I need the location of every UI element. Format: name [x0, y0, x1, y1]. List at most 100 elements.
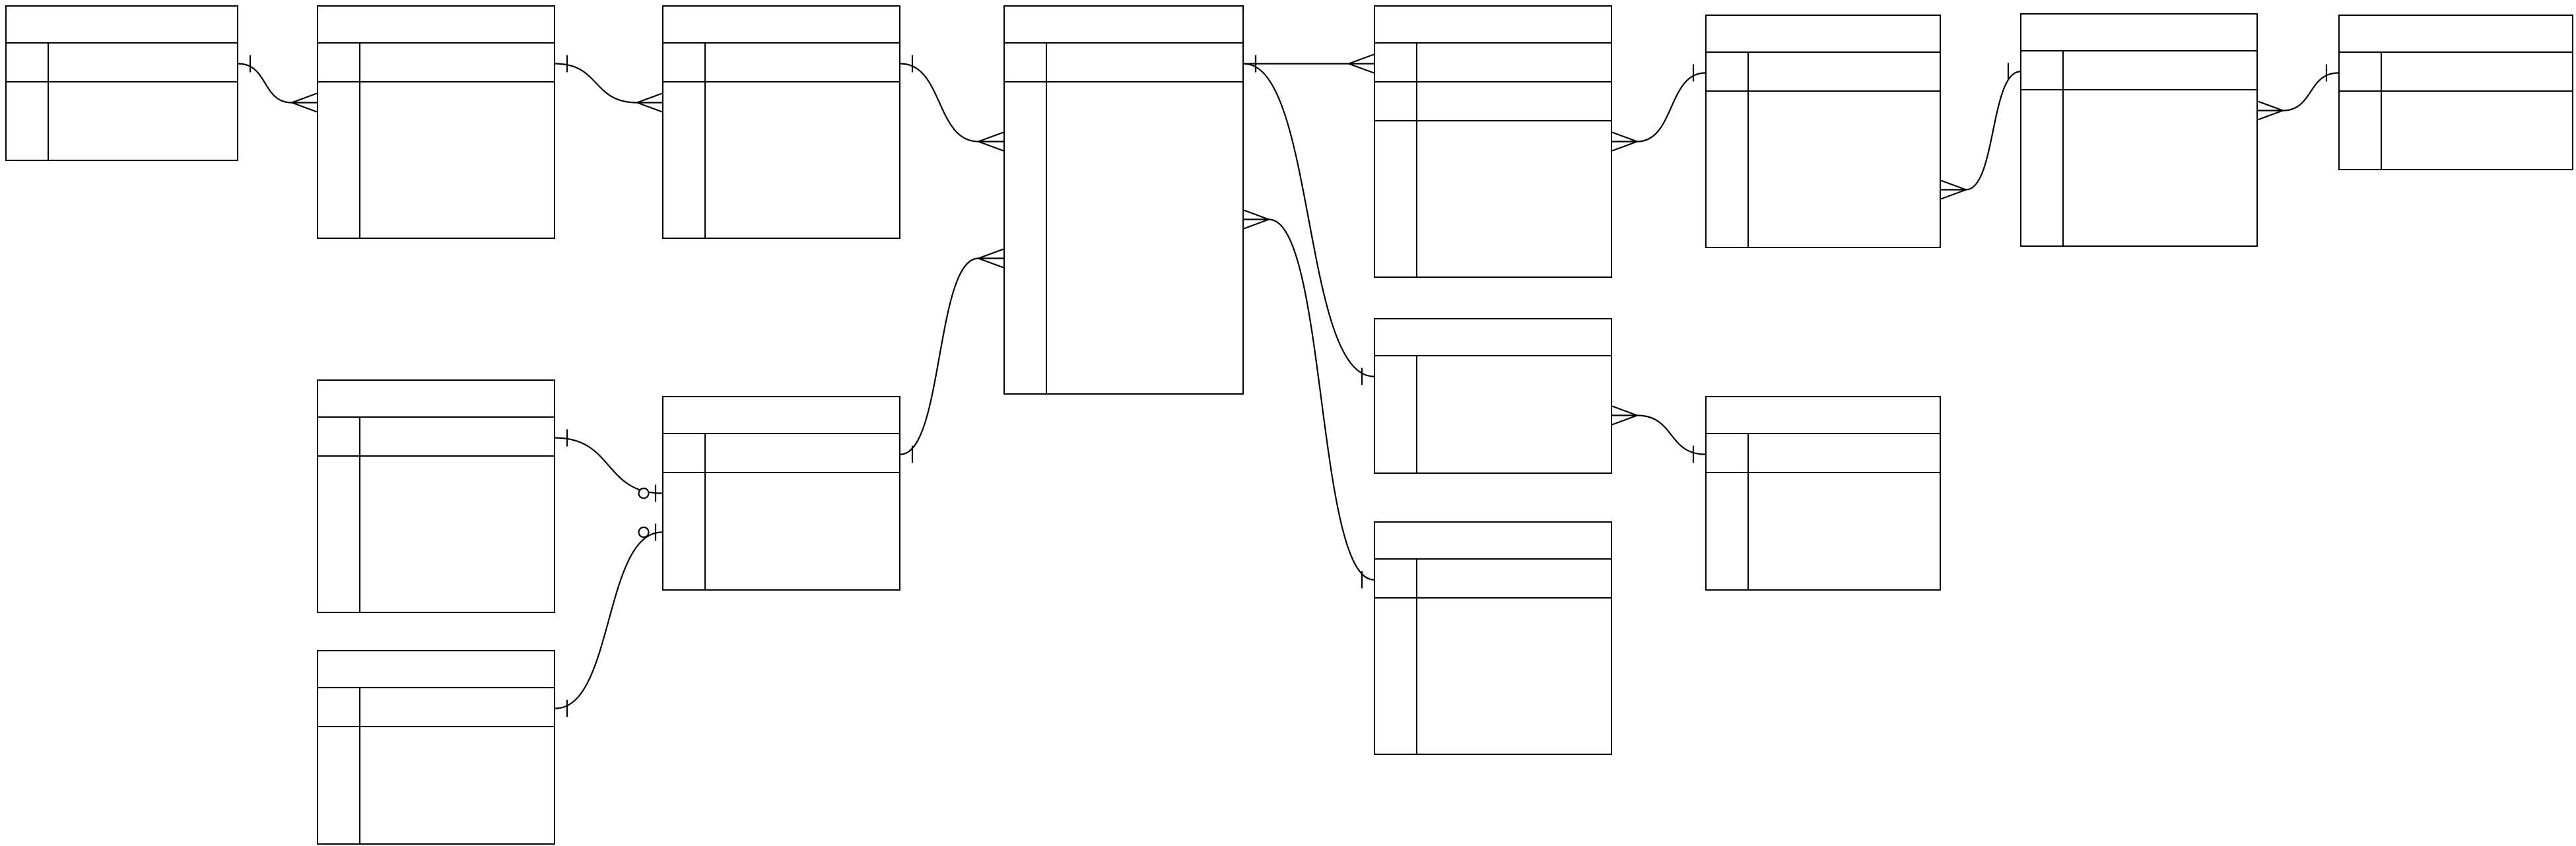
key-column-divider: [359, 44, 360, 239]
table-store[interactable]: [317, 650, 555, 845]
table-countryregion[interactable]: [5, 5, 238, 161]
table-title: [1375, 7, 1611, 44]
crow-foot-marker: [1940, 189, 1967, 200]
field-row: [318, 535, 554, 573]
table-salesorderheader[interactable]: [1003, 5, 1244, 395]
field-row: [1375, 199, 1611, 238]
table-title: [7, 7, 237, 44]
relationship-line: [555, 531, 663, 709]
field-row: [1375, 238, 1611, 277]
table-title: [1707, 397, 1940, 435]
crow-foot-marker: [1243, 209, 1270, 220]
relationship-salesorderheader-salesorderdetail[interactable]: [1244, 53, 1374, 74]
field-row: [1005, 44, 1242, 83]
relationship-customer-salesorderheader[interactable]: [900, 248, 1004, 463]
table-product[interactable]: [1705, 15, 1941, 248]
table-headersalesreason[interactable]: [1374, 318, 1612, 474]
relationship-line: [555, 437, 663, 494]
zero-or-one-circle-marker: [638, 526, 650, 538]
relationship-store-customer[interactable]: [555, 523, 663, 717]
key-column-divider: [48, 44, 49, 161]
field-row: [1707, 92, 1940, 131]
field-row: [2021, 168, 2256, 207]
table-title: [1707, 16, 1940, 53]
field-row: [1005, 121, 1242, 160]
field-row: [1005, 277, 1242, 316]
table-title: [663, 397, 899, 435]
relationship-line: [238, 63, 292, 104]
relationship-address-salesorderheader[interactable]: [900, 55, 1004, 152]
key-column-divider: [1416, 44, 1417, 278]
field-row: [2340, 92, 2572, 131]
field-row: [1707, 53, 1940, 92]
field-row: [318, 457, 554, 496]
table-salesorderdetail[interactable]: [1374, 5, 1612, 278]
field-row: [318, 766, 554, 805]
table-productsubcategory[interactable]: [2020, 13, 2258, 247]
key-column-divider: [2381, 53, 2382, 170]
relationship-product-productsubcategory[interactable]: [1940, 63, 2021, 200]
crow-foot-marker: [2257, 100, 2284, 112]
table-address[interactable]: [662, 5, 900, 239]
field-row: [663, 82, 899, 121]
relationship-person-customer[interactable]: [555, 429, 663, 502]
field-row: [1375, 637, 1611, 676]
field-row: [318, 160, 554, 199]
crow-foot-marker: [636, 102, 663, 113]
table-title: [318, 7, 554, 44]
relationship-salesorderdetail-product[interactable]: [1611, 64, 1706, 152]
relationship-countryregion-stateprovince[interactable]: [238, 55, 318, 113]
field-row: [663, 512, 899, 551]
crow-foot-marker: [291, 92, 318, 104]
field-row: [1375, 560, 1611, 599]
table-stateprovince[interactable]: [317, 5, 555, 239]
field-row: [2340, 131, 2572, 170]
field-row: [318, 688, 554, 728]
crow-foot-marker: [978, 141, 1004, 152]
field-row: [1005, 238, 1242, 277]
field-row: [1005, 355, 1242, 394]
table-salesreason[interactable]: [1705, 396, 1941, 591]
field-row: [1005, 160, 1242, 199]
relationship-stateprovince-address[interactable]: [555, 55, 663, 113]
field-row: [318, 805, 554, 844]
key-column-divider: [704, 44, 706, 239]
crow-foot-marker: [978, 248, 1004, 259]
zero-or-one-circle-marker: [638, 487, 650, 500]
relationship-line: [900, 257, 979, 455]
field-row: [318, 121, 554, 160]
relationship-salesorderheader-headersalesreason[interactable]: [1243, 55, 1374, 385]
field-row: [1707, 473, 1940, 512]
crow-foot-marker: [2257, 110, 2284, 121]
field-row: [1375, 599, 1611, 637]
table-productcategory[interactable]: [2338, 15, 2573, 170]
field-row: [318, 418, 554, 457]
table-title: [2021, 15, 2256, 52]
table-customer[interactable]: [662, 396, 900, 591]
crow-foot-marker: [978, 257, 1004, 269]
field-row: [1707, 434, 1940, 474]
crow-foot-marker: [1611, 405, 1638, 416]
relationship-headersalesreason-salesreason[interactable]: [1611, 405, 1706, 463]
relationship-creditcard-salesorderheader[interactable]: [1243, 209, 1374, 589]
key-column-divider: [1747, 53, 1749, 248]
table-title: [1375, 523, 1611, 560]
field-row: [1707, 170, 1940, 209]
relationship-line: [2282, 72, 2339, 112]
field-row: [2021, 90, 2256, 129]
table-person[interactable]: [317, 379, 555, 613]
key-column-divider: [1416, 356, 1417, 474]
relationship-productsubcategory-productcategory[interactable]: [2257, 64, 2339, 121]
field-row: [1375, 160, 1611, 199]
table-creditcard[interactable]: [1374, 521, 1612, 755]
crow-foot-marker: [1611, 141, 1638, 152]
field-row: [663, 160, 899, 199]
field-row: [2021, 129, 2256, 168]
field-row: [663, 44, 899, 83]
key-column-divider: [359, 688, 360, 845]
field-row: [1707, 131, 1940, 170]
table-title: [318, 651, 554, 689]
field-row: [1375, 82, 1611, 122]
